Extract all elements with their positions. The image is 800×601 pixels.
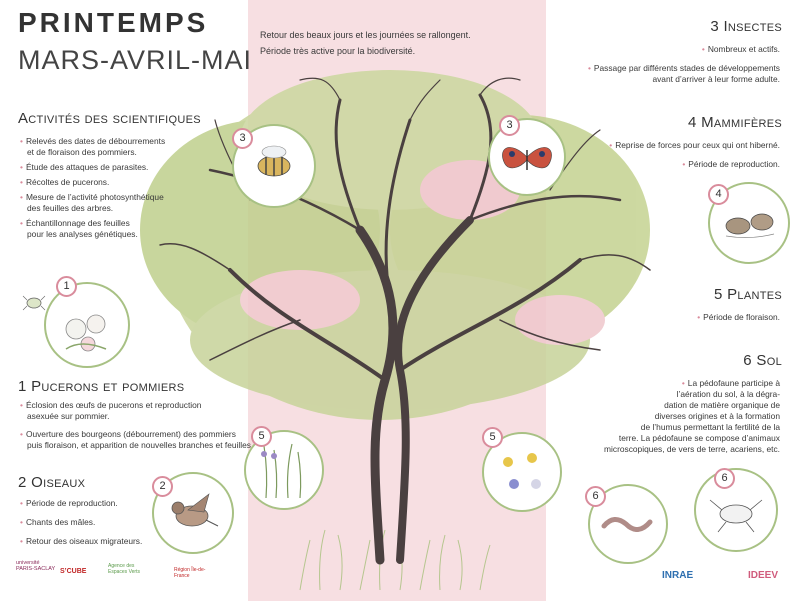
section-2-text: •Période de reproduction. •Chants des mâ… [20,498,170,547]
section-6-heading-number: 6 [743,352,752,369]
list-item: dation de matière organique de [664,400,780,410]
section-3-text: •Nombreux et actifs. •Passage par différ… [530,44,780,85]
wildflowers-icon [503,453,541,489]
section-3-heading-text: Insectes [723,18,782,35]
section-4-heading-text: Mammifères [701,114,782,131]
list-item: microscopiques, de vers de terre, acarie… [604,444,780,454]
section-1-number: 1 [56,276,77,297]
earthworm-icon [601,517,653,532]
mite-circle [694,468,778,552]
section-6-text: •La pédofaune participe à l’aération du … [590,378,780,455]
section-2-number: 2 [152,476,173,497]
list-item: •Éclosion des œufs de pucerons et reprod… [20,400,202,410]
list-item: asexuée sur pommier. [27,411,110,421]
logo-scube: S’CUBE [60,568,87,575]
list-item: •Passage par différents stades de dévelo… [587,63,780,73]
list-item: •Chants des mâles. [20,517,96,527]
intro-line-1: Retour des beaux jours et les journées s… [260,30,471,40]
section-5-heading-text: Plantes [727,286,782,303]
list-item: et de floraison des pommiers. [27,147,137,157]
section-1-heading: 1 Pucerons et pommiers [18,378,184,395]
logo-inrae: INRAE [662,570,694,581]
logo-universite: université PARIS-SACLAY [16,560,56,572]
section-6-number-worm: 6 [585,486,606,507]
list-item: •Période de reproduction. [682,159,780,169]
section-2-heading-number: 2 [18,474,27,491]
logo-ideev: IDEEV [748,570,779,581]
vole-icon [725,213,775,238]
logo-agence: Agence des Espaces Verts [108,563,140,575]
butterfly-circle [488,118,566,196]
section-5-text: •Période de floraison. [580,312,780,323]
section-5-heading: 5 Plantes [714,286,782,303]
list-item: •Ouverture des bourgeons (débourrement) … [20,429,236,439]
bee-icon [257,145,291,177]
list-item: •Récoltes de pucerons. [20,177,110,187]
page-title: PRINTEMPS [18,7,209,38]
tree-foliage [140,70,650,420]
apple-blossom-icon [65,314,107,352]
section-1-heading-text: Pucerons et pommiers [31,378,185,395]
list-item: •Étude des attaques de parasites. [20,162,149,172]
page-subtitle: MARS-AVRIL-MAI [18,45,253,75]
section-5-number-grass: 5 [251,426,272,447]
list-item: des feuilles des arbres. [27,203,114,213]
aphid-icon [22,295,46,311]
butterfly-icon [502,147,552,170]
section-3-number-butterfly: 3 [499,115,520,136]
section-6-heading-text: Sol [756,352,782,369]
list-item: •La pédofaune participe à [681,378,780,388]
section-3-heading: 3 Insectes [710,18,782,35]
section-2-heading: 2 Oiseaux [18,474,85,491]
list-item: diverses origines et à la formation [654,411,780,421]
section-4-text: •Reprise de forces pour ceux qui ont hib… [530,140,780,170]
section-6-number-mite: 6 [714,468,735,489]
list-item: •Échantillonnage des feuilles [20,218,130,228]
section-4-number: 4 [708,184,729,205]
bird-circle [152,472,234,554]
list-item: avant d’arriver à leur forme adulte. [652,74,780,84]
section-2-heading-text: Oiseaux [31,474,86,491]
grass-icon [261,443,302,499]
section-6-heading: 6 Sol [743,352,782,369]
bird-icon [171,493,219,527]
list-item: •Période de reproduction. [20,498,118,508]
list-item: •Nombreux et actifs. [701,44,780,54]
section-5-number-flowers: 5 [482,427,503,448]
section-3-heading-number: 3 [710,18,719,35]
aphid-apple-circle [44,282,130,368]
tree-grass [299,529,491,591]
section-3-number-bee: 3 [232,128,253,149]
intro-line-2: Période très active pour la biodiversité… [260,46,416,56]
list-item: l’aération du sol, à la dégra- [676,389,780,399]
springtail-icon [709,499,763,533]
list-item: terre. La pédofaune se compose d’animaux [618,433,780,443]
list-item: pour les analyses génétiques. [27,229,138,239]
logo-region: Région Île-de-France [174,567,206,579]
section-5-heading-number: 5 [713,286,723,303]
list-item: •Relevés des dates de débourrements [20,136,166,146]
list-item: •Période de floraison. [697,312,780,322]
section-4-heading-number: 4 [687,114,697,131]
scientists-list: •Relevés des dates de débourrements et d… [20,136,250,240]
list-item: •Reprise de forces pour ceux qui ont hib… [609,140,780,150]
section-1-text: •Éclosion des œufs de pucerons et reprod… [20,400,260,451]
list-item: •Retour des oiseaux migrateurs. [20,536,143,546]
list-item: puis floraison, et apparition de nouvell… [27,440,254,450]
section-4-heading: 4 Mammifères [688,114,782,131]
list-item: •Mesure de l’activité photosynthétique [20,192,164,202]
section-1-heading-number: 1 [18,378,27,395]
tree-branches [159,77,651,565]
scientists-heading: Activités des scientifiques [18,110,201,127]
list-item: de l’humus permettant la fertilité de la [640,422,780,432]
